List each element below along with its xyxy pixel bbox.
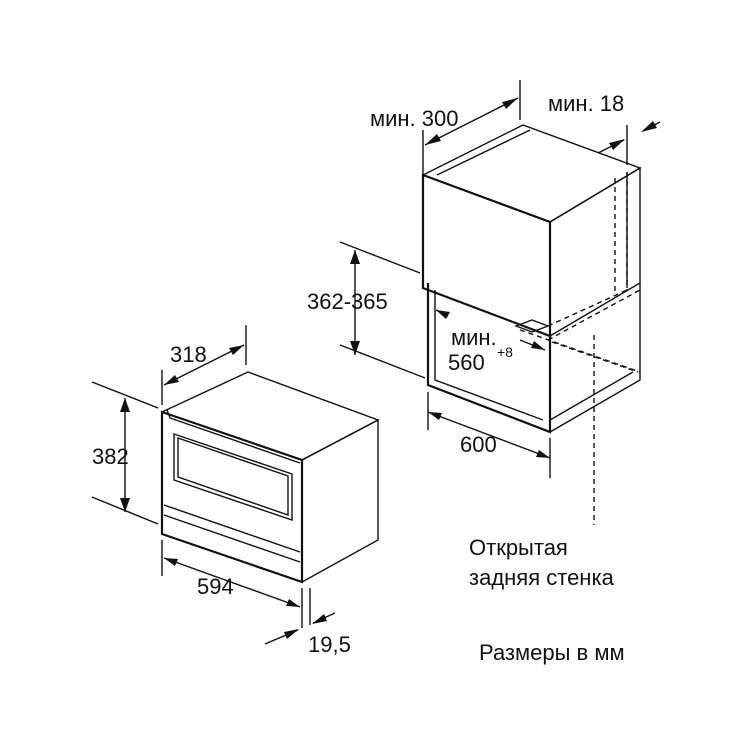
- dim-19-arrow-a: [284, 629, 299, 639]
- dim-362-ext-bottom: [339, 344, 426, 379]
- dim-560-value: 560: [448, 350, 485, 375]
- oven-door-window-inner: [177, 437, 289, 516]
- upper-cabinet-top-inner: [436, 129, 531, 176]
- oven-front-step: [166, 409, 301, 464]
- dim-382-ext-top: [91, 381, 159, 409]
- dim-560-arrow-b: [531, 341, 545, 350]
- dim-362-arrow-bottom: [350, 341, 360, 355]
- dim-min-18: мин. 18: [548, 91, 661, 165]
- dim-362-label: 362-365: [307, 289, 388, 314]
- dim-560-tolerance: +8: [497, 344, 513, 360]
- dim-362-ext-top: [339, 241, 421, 274]
- units-note: Размеры в мм: [479, 640, 625, 665]
- dim-min-560: мин. 560 +8: [435, 309, 546, 375]
- upper-cabinet-top: [422, 124, 642, 223]
- niche-front-frame: [426, 283, 552, 434]
- dim-width-600: 600: [427, 392, 551, 478]
- dim-niche-height: 362-365: [307, 241, 426, 379]
- dim-382-arrow-top: [120, 398, 130, 412]
- dim-300-arrow-a: [425, 134, 441, 145]
- dim-600-line: [427, 411, 551, 459]
- dim-300-label: мин. 300: [370, 106, 459, 131]
- upper-cabinet-side: [549, 166, 641, 337]
- dim-594-label: 594: [197, 574, 234, 599]
- oven-door-bottom: [163, 514, 301, 563]
- dim-594-arrow-a: [164, 558, 178, 566]
- open-back-note-line2: задняя стенка: [469, 565, 615, 590]
- dim-600-arrow-a: [428, 412, 442, 420]
- oven-drawing: [160, 371, 380, 584]
- dim-318-arrow-a: [164, 375, 179, 385]
- open-back-note-line1: Открытая: [469, 535, 568, 560]
- notes: Открытая задняя стенка Размеры в мм: [469, 535, 625, 665]
- oven-control-strip: [163, 504, 301, 553]
- oven-top: [161, 371, 380, 461]
- dim-oven-depth: 318: [161, 325, 247, 405]
- hidden-back-wall: [547, 172, 641, 373]
- dim-19-arrow-b: [312, 614, 327, 624]
- cabinet-drawing: [421, 124, 642, 525]
- dim-min-300: мин. 300: [370, 80, 521, 175]
- dim-362-arrow-top: [350, 250, 360, 264]
- dim-18-arrow-a: [609, 139, 625, 150]
- dim-18-arrow-b: [641, 121, 657, 132]
- dim-318-label: 318: [170, 342, 207, 367]
- dim-18-label: мин. 18: [548, 91, 624, 116]
- vent-notch: [514, 319, 550, 333]
- oven-door-window: [173, 433, 293, 521]
- dim-19-label: 19,5: [308, 632, 351, 657]
- dim-600-arrow-b: [536, 450, 550, 458]
- dim-oven-height: 382: [91, 381, 159, 525]
- dim-600-label: 600: [460, 432, 497, 457]
- dim-594-line: [163, 557, 301, 608]
- dim-560-min-label: мин.: [451, 325, 497, 350]
- dim-594-arrow-b: [286, 599, 300, 607]
- dim-300-arrow-b: [502, 98, 518, 109]
- oven-side: [301, 418, 379, 583]
- dim-300-line: [424, 97, 519, 146]
- dim-382-label: 382: [92, 444, 129, 469]
- dim-318-arrow-b: [229, 345, 244, 355]
- hidden-floor: [519, 329, 641, 373]
- niche-bottom-inner: [549, 371, 634, 421]
- niche-bottom-side: [549, 283, 641, 433]
- dim-382-arrow-bottom: [120, 498, 130, 512]
- dim-oven-width: 594: [161, 540, 303, 628]
- dim-front-thickness: 19,5: [264, 588, 351, 657]
- dim-318-line: [163, 344, 245, 386]
- niche-inner-frame: [434, 290, 544, 421]
- dim-560-arrow-a: [436, 310, 450, 319]
